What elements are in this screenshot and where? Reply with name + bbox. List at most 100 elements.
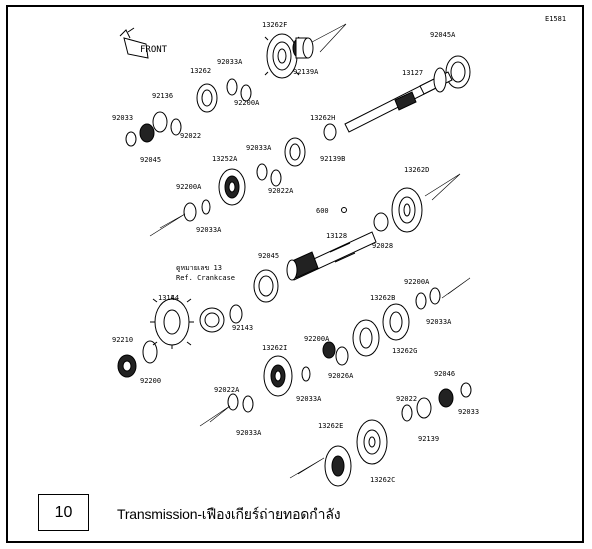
label-92033A-5: 92033A: [296, 395, 322, 403]
leader-arrow: [149, 213, 186, 237]
ref-crankcase: Ref. Crankcase: [176, 274, 235, 282]
washer-92022: [170, 118, 182, 136]
collar-92200A-2: [183, 202, 197, 222]
label-13262H: 13262H: [310, 114, 335, 122]
label-92033A-2: 92033A: [246, 144, 272, 152]
leader-arrow: [424, 173, 461, 201]
circlip-92033-2: [460, 382, 472, 398]
label-92200A-3: 92200A: [404, 278, 430, 286]
gear-13252A: [218, 168, 246, 206]
label-13262I: 13262I: [262, 344, 287, 352]
bearing-92046: [438, 388, 454, 408]
leader-arrow: [441, 277, 471, 299]
washer-92033A-4: [429, 287, 441, 305]
label-13262D: 13262D: [404, 166, 429, 174]
bearing-92139B: [323, 123, 337, 141]
label-92200A-1: 92200A: [234, 99, 260, 107]
label-92026A: 92026A: [328, 372, 354, 380]
figure-code: E1581: [545, 15, 566, 23]
label-13127: 13127: [402, 69, 423, 77]
label-92045A: 92045A: [430, 31, 456, 39]
label-92139A: 92139A: [293, 68, 319, 76]
washer-92033A: [226, 78, 238, 96]
hand-pointer-icon: FRONT: [119, 27, 168, 59]
shaft-13128: [286, 231, 377, 281]
ref-thai: ดูหมายเลข 13: [176, 264, 222, 272]
washer-92033A-3: [201, 199, 211, 215]
label-92022A-2: 92022A: [214, 386, 240, 394]
label-92045-1: 92045: [140, 156, 161, 164]
gear-13262D: [391, 187, 423, 233]
washer-92033A-5: [301, 366, 311, 382]
gear-13262E: [324, 445, 352, 487]
label-92046: 92046: [434, 370, 455, 378]
oring-600: [341, 207, 347, 213]
label-92200A-2: 92200A: [176, 183, 202, 191]
svg-text:FRONT: FRONT: [140, 45, 168, 55]
bearing-92028: [373, 212, 389, 232]
washer-92033A-2: [256, 163, 268, 181]
label-92022-2: 92022: [396, 395, 417, 403]
washer-92022A: [270, 169, 282, 187]
label-92210: 92210: [112, 336, 133, 344]
label-92139: 92139: [418, 435, 439, 443]
leader-arrow: [199, 405, 231, 427]
label-92143: 92143: [232, 324, 253, 332]
gear-13262: [196, 83, 218, 113]
collar-92143: [229, 304, 243, 324]
collar-92136: [152, 111, 168, 133]
shaft-13127: [344, 67, 453, 133]
label-92033A-6: 92033A: [236, 429, 262, 437]
label-92033A-1: 92033A: [217, 58, 243, 66]
label-92136: 92136: [152, 92, 173, 100]
gear-13262G: [382, 303, 410, 341]
label-92033-2: 92033: [458, 408, 479, 416]
nut-92210: [117, 354, 137, 378]
gear-13262H: [284, 137, 306, 167]
leader-arrow: [289, 457, 325, 479]
bearing-92139A: [292, 37, 314, 59]
label-13262F: 13262F: [262, 21, 287, 29]
section-title: Transmission-เฟืองเกียร์ถ่ายทอดกำลัง: [117, 506, 341, 522]
label-92022A-1: 92022A: [268, 187, 294, 195]
label-13262E: 13262E: [318, 422, 343, 430]
collar-92200A-4: [322, 341, 336, 359]
gear-13262I: [263, 355, 293, 397]
label-92028: 92028: [372, 242, 393, 250]
page-frame: [6, 5, 584, 543]
label-13144: 13144: [158, 294, 179, 302]
label-92033: 92033: [112, 114, 133, 122]
circlip-92033: [125, 131, 137, 147]
collar-92200A-3: [415, 292, 427, 310]
label-92033A-4: 92033A: [426, 318, 452, 326]
bearing-92045-2: [253, 269, 279, 303]
sprocket-13144: [150, 295, 194, 349]
gear-13262C: [356, 419, 388, 465]
bearing-92045A: [445, 55, 471, 89]
bushing-92026A: [335, 346, 349, 366]
section-number: 10: [38, 494, 89, 531]
label-92139B: 92139B: [320, 155, 345, 163]
label-13262G: 13262G: [392, 347, 417, 355]
collar-92139: [416, 397, 432, 419]
label-13252A: 13252A: [212, 155, 238, 163]
washer-92022-2: [401, 404, 413, 422]
gear-13262B: [352, 319, 380, 357]
washer-92200: [142, 340, 158, 364]
label-92200: 92200: [140, 377, 161, 385]
label-13128: 13128: [326, 232, 347, 240]
label-92022: 92022: [180, 132, 201, 140]
label-600: 600: [316, 207, 329, 215]
collar-92200A: [240, 84, 252, 102]
label-92200A-4: 92200A: [304, 335, 330, 343]
oil-seal-92143: [199, 307, 225, 333]
leader-arrow: [311, 23, 347, 53]
label-92033A-3: 92033A: [196, 226, 222, 234]
label-13262: 13262: [190, 67, 211, 75]
washer-92033A-6: [242, 395, 254, 413]
bearing-92045: [139, 123, 155, 143]
gear-13262F: [264, 33, 300, 79]
label-13262B: 13262B: [370, 294, 395, 302]
label-92045-2: 92045: [258, 252, 279, 260]
